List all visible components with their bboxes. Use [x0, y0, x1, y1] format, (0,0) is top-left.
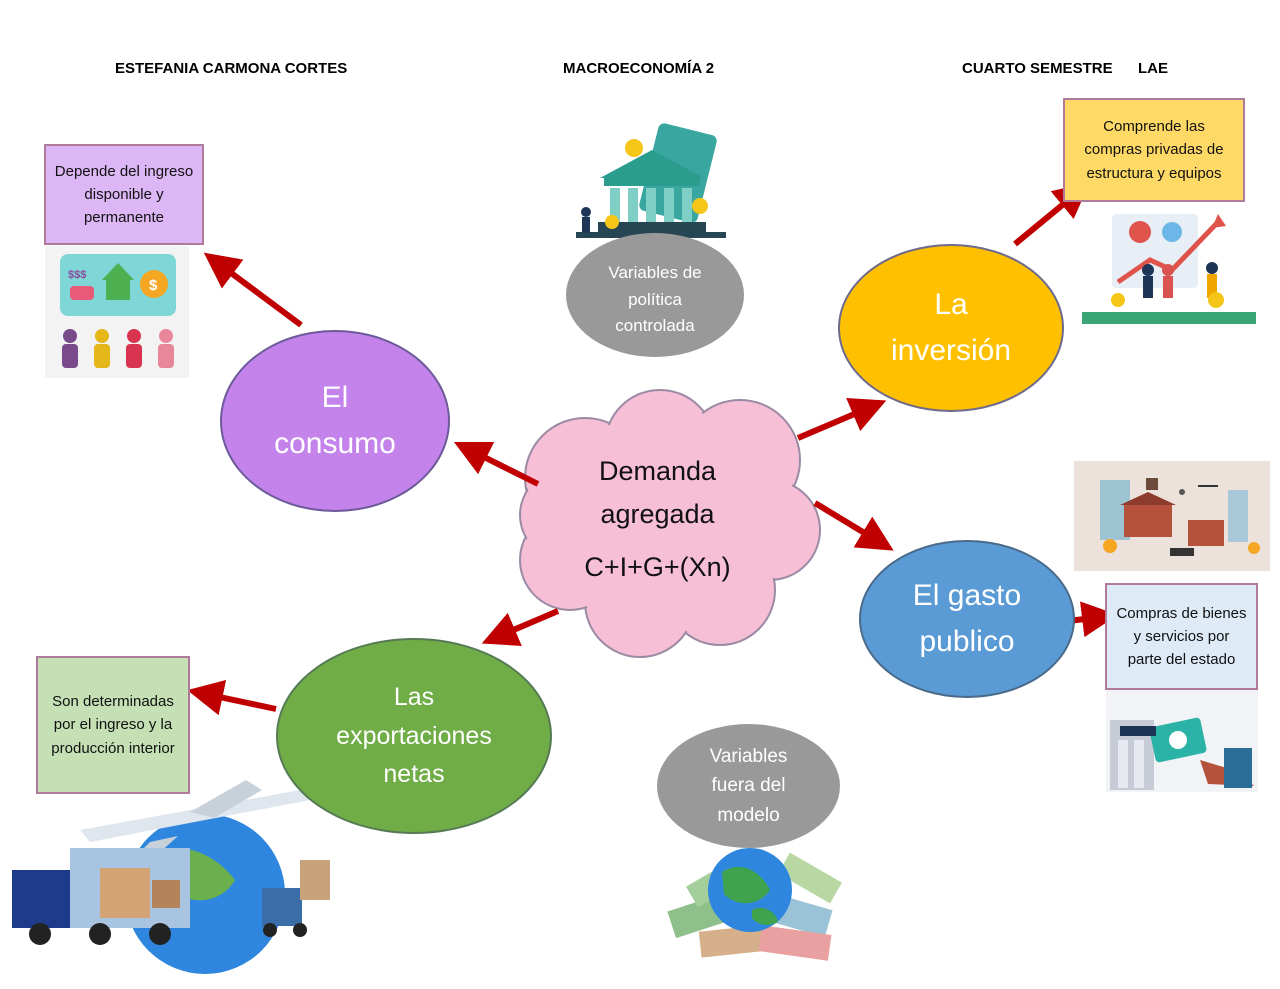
transport-illustration-icon [12, 780, 330, 974]
demanda-cloud [519, 389, 821, 658]
investment-illustration-icon [1082, 214, 1256, 324]
node-inversion: La inversión [838, 244, 1064, 412]
export-line2: exportaciones [336, 721, 492, 750]
note-exportaciones: Son determinadas por el ingreso y la pro… [36, 656, 190, 794]
note-export-text: Son determinadas por el ingreso y la pro… [51, 693, 175, 757]
export-line1: Las [393, 682, 435, 711]
consumo-line2: consumo [274, 427, 396, 460]
author-name: ESTEFANIA CARMONA CORTES [115, 60, 348, 77]
note-inversion: Comprende las compras privadas de estruc… [1063, 98, 1245, 202]
node-exportaciones: Las exportaciones netas [276, 638, 552, 834]
demanda-line1: Demanda [598, 456, 717, 486]
program-label: LAE [1138, 60, 1168, 77]
note-consumo: Depende del ingreso disponible y permane… [44, 144, 204, 245]
consumo-line1: El [321, 380, 349, 414]
public-city-illustration-icon [1074, 461, 1270, 571]
export-line3: netas [383, 760, 445, 789]
note-inversion-text: Comprende las compras privadas de estruc… [1084, 118, 1224, 182]
bubble-fuera-text: Variables fuera del modelo [709, 745, 788, 826]
demanda-formula: C+I+G+(Xn) [584, 552, 731, 583]
globe-money-illustration-icon [667, 848, 842, 961]
public-payment-illustration-icon [1106, 690, 1258, 792]
demanda-line2: agregada [600, 499, 715, 530]
svg-text:$$$: $$$ [68, 269, 86, 281]
note-gasto-text: Compras de bienes y servicios por parte … [1116, 604, 1247, 669]
semester-label: CUARTO SEMESTRE [962, 60, 1113, 77]
node-consumo: El consumo [220, 330, 450, 512]
subject-title: MACROECONOMÍA 2 [563, 60, 715, 77]
consumption-illustration-icon: $$$ $ [45, 246, 189, 378]
gasto-line1: El gasto [912, 578, 1022, 612]
note-consumo-text: Depende del ingreso disponible y permane… [54, 162, 194, 227]
bubble-fuera-modelo: Variables fuera del modelo [657, 724, 840, 848]
gasto-line2: publico [919, 625, 1015, 658]
bank-illustration-icon [576, 123, 726, 238]
svg-text:$: $ [149, 277, 158, 294]
inversion-line2: inversión [890, 334, 1012, 367]
inversion-line1: La [934, 287, 968, 321]
demanda-agregada-label: Demanda agregada C+I+G+(Xn) [545, 450, 770, 590]
note-gasto: Compras de bienes y servicios por parte … [1105, 583, 1258, 690]
node-gasto-publico: El gasto publico [859, 540, 1075, 698]
bubble-politica-controlada: Variables de política controlada [566, 233, 744, 357]
bubble-politica-text: Variables de política controlada [608, 263, 702, 336]
